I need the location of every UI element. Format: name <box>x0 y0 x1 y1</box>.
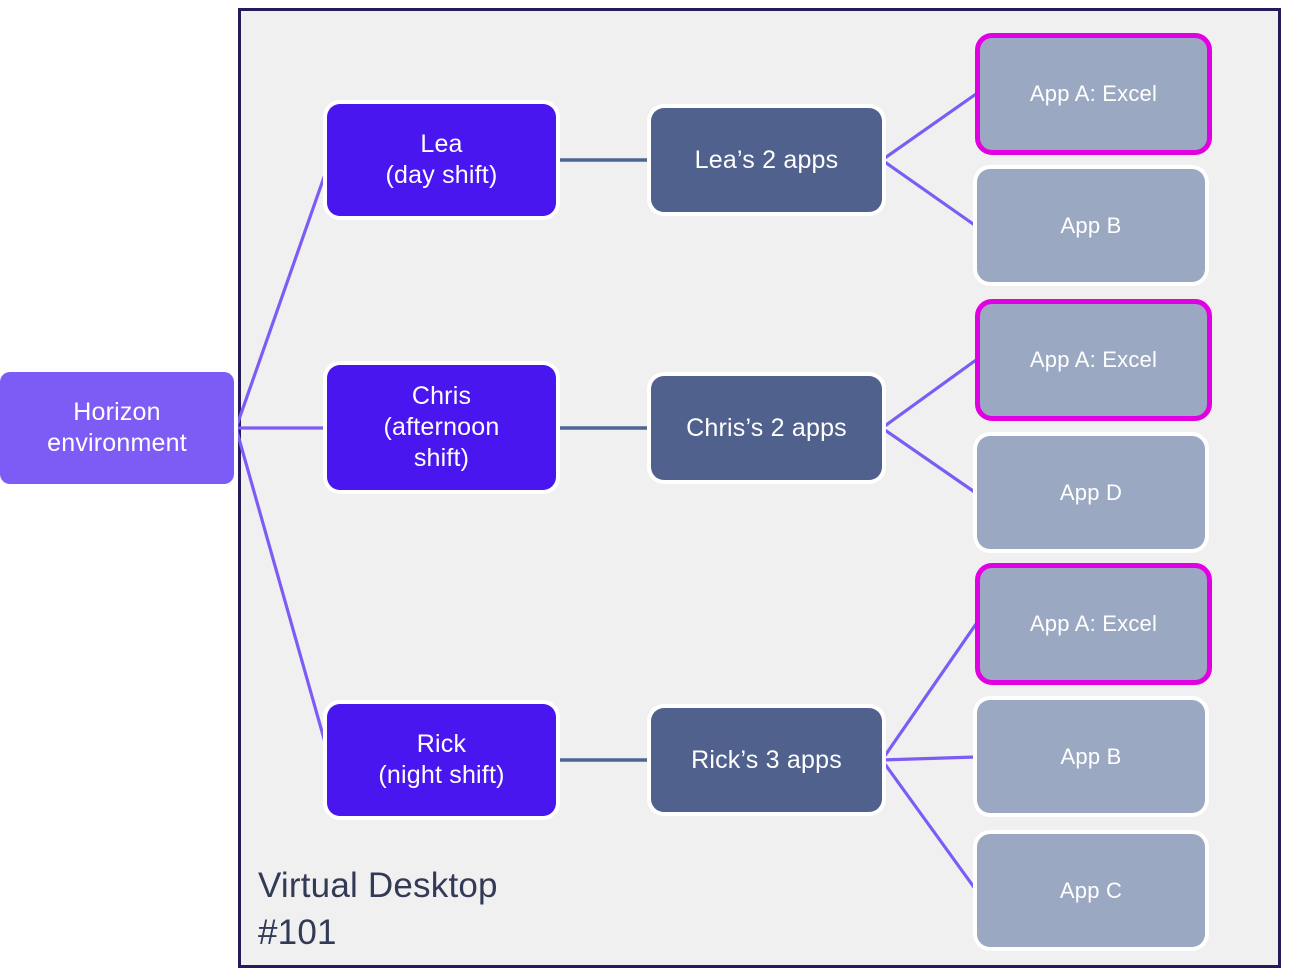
node-app-chris-1[interactable]: App A: Excel <box>975 299 1212 421</box>
node-app-rick-3[interactable]: App C <box>977 834 1205 947</box>
node-user-rick[interactable]: Rick (night shift) <box>327 704 556 816</box>
node-user-lea[interactable]: Lea (day shift) <box>327 104 556 216</box>
virtual-desktop-label: Virtual Desktop #101 <box>258 866 498 952</box>
node-horizon-environment[interactable]: Horizon environment <box>0 372 234 484</box>
node-app-lea-2[interactable]: App B <box>977 169 1205 282</box>
node-apps-group-rick[interactable]: Rick’s 3 apps <box>651 708 882 812</box>
node-app-rick-1[interactable]: App A: Excel <box>975 563 1212 685</box>
node-app-lea-1[interactable]: App A: Excel <box>975 33 1212 155</box>
node-apps-group-lea[interactable]: Lea’s 2 apps <box>651 108 882 212</box>
node-apps-group-chris[interactable]: Chris’s 2 apps <box>651 376 882 480</box>
node-app-rick-2[interactable]: App B <box>977 700 1205 813</box>
node-user-chris[interactable]: Chris (afternoon shift) <box>327 365 556 490</box>
node-app-chris-2[interactable]: App D <box>977 436 1205 549</box>
